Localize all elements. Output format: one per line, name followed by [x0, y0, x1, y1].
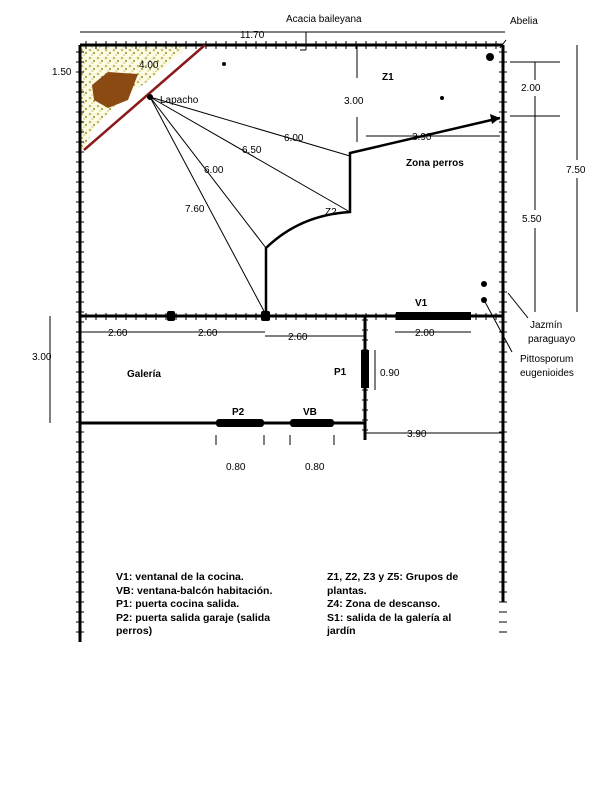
legend-line: VB: ventana-balcón habitación. [116, 584, 273, 597]
zona-perros-label: Zona perros [406, 158, 464, 169]
legend-left: V1: ventanal de la cocina. VB: ventana-b… [116, 571, 272, 639]
p2-door [216, 419, 264, 427]
garden-path [264, 116, 501, 316]
abelia-plant [486, 53, 494, 61]
dim-z1-depth: 3.00 [344, 96, 364, 107]
legend-line: perros) [116, 625, 153, 637]
z2-label: Z2 [325, 207, 337, 218]
legend-right: Z1, Z2, Z3 y Z5: Grupos de plantas. Z4: … [327, 571, 458, 639]
legend-line: P2: puerta salida garaje (salida [116, 611, 271, 624]
p1-door [361, 350, 369, 388]
dim-house-right: 3.90 [407, 429, 427, 440]
dim-right-mid: 5.50 [522, 214, 542, 225]
dim-r600b: 6.00 [204, 165, 224, 176]
legend-line: plantas. [327, 584, 367, 597]
dim-z1-right: 3.90 [412, 132, 432, 143]
pittosporum-label-1: Pittosporum [520, 354, 573, 365]
dim-left-house: 3.00 [32, 352, 52, 363]
dimension-labels: 11.70 1.50 4.00 3.00 2.00 3.90 6.00 6.50… [32, 30, 586, 473]
jazmin-label-2: paraguayo [528, 334, 576, 345]
dim-r760: 7.60 [185, 204, 205, 215]
lapacho-label: Lapacho [160, 95, 199, 106]
legend-line: Z4: Zona de descanso. [327, 598, 441, 610]
dim-seg1: 2.60 [108, 328, 128, 339]
jazmin-plant [481, 281, 487, 287]
dim-right-total: 7.50 [566, 165, 586, 176]
dim-top-width: 11.70 [240, 30, 265, 41]
v1-label: V1 [415, 298, 428, 309]
dimension-lines [49, 31, 578, 445]
dim-diag-top: 4.00 [139, 60, 159, 71]
galeria-label: Galería [127, 369, 161, 380]
small-dot [440, 96, 444, 100]
p1-label: P1 [334, 367, 347, 378]
legend-line: P1: puerta cocina salida. [116, 598, 240, 610]
dim-seg2: 2.60 [198, 328, 218, 339]
jazmin-label-1: Jazmín [530, 320, 562, 331]
post-mid [261, 311, 270, 321]
abelia-label: Abelia [510, 16, 538, 27]
legend-line: Z1, Z2, Z3 y Z5: Grupos de [327, 571, 459, 583]
path-arrow [490, 114, 500, 124]
dim-seg3: 2.60 [288, 332, 308, 343]
small-dot [222, 62, 226, 66]
v1-window [396, 312, 471, 320]
lapacho-radii [149, 96, 351, 314]
dim-p1-width: 0.90 [380, 368, 400, 379]
legend-line: S1: salida de la galería al [327, 611, 452, 624]
diagonal-boundary [83, 44, 206, 151]
p2-label: P2 [232, 407, 245, 418]
z1-label: Z1 [382, 72, 394, 83]
dim-v1-width: 2.00 [415, 328, 435, 339]
pittosporum-label-2: eugenioides [520, 368, 574, 379]
post-left [167, 311, 175, 321]
dim-p2-width: 0.80 [226, 462, 246, 473]
acacia-label: Acacia baileyana [286, 14, 362, 25]
dim-r600: 6.00 [284, 133, 304, 144]
vb-label: VB [303, 407, 317, 418]
acacia-foliage [80, 45, 190, 155]
dim-r650: 6.50 [242, 145, 262, 156]
dim-vb-width: 0.80 [305, 462, 325, 473]
dim-left-top: 1.50 [52, 67, 72, 78]
vb-window [290, 419, 334, 427]
legend-line: V1: ventanal de la cocina. [116, 571, 244, 583]
dim-right-top: 2.00 [521, 83, 541, 94]
legend-line: jardín [327, 625, 356, 637]
